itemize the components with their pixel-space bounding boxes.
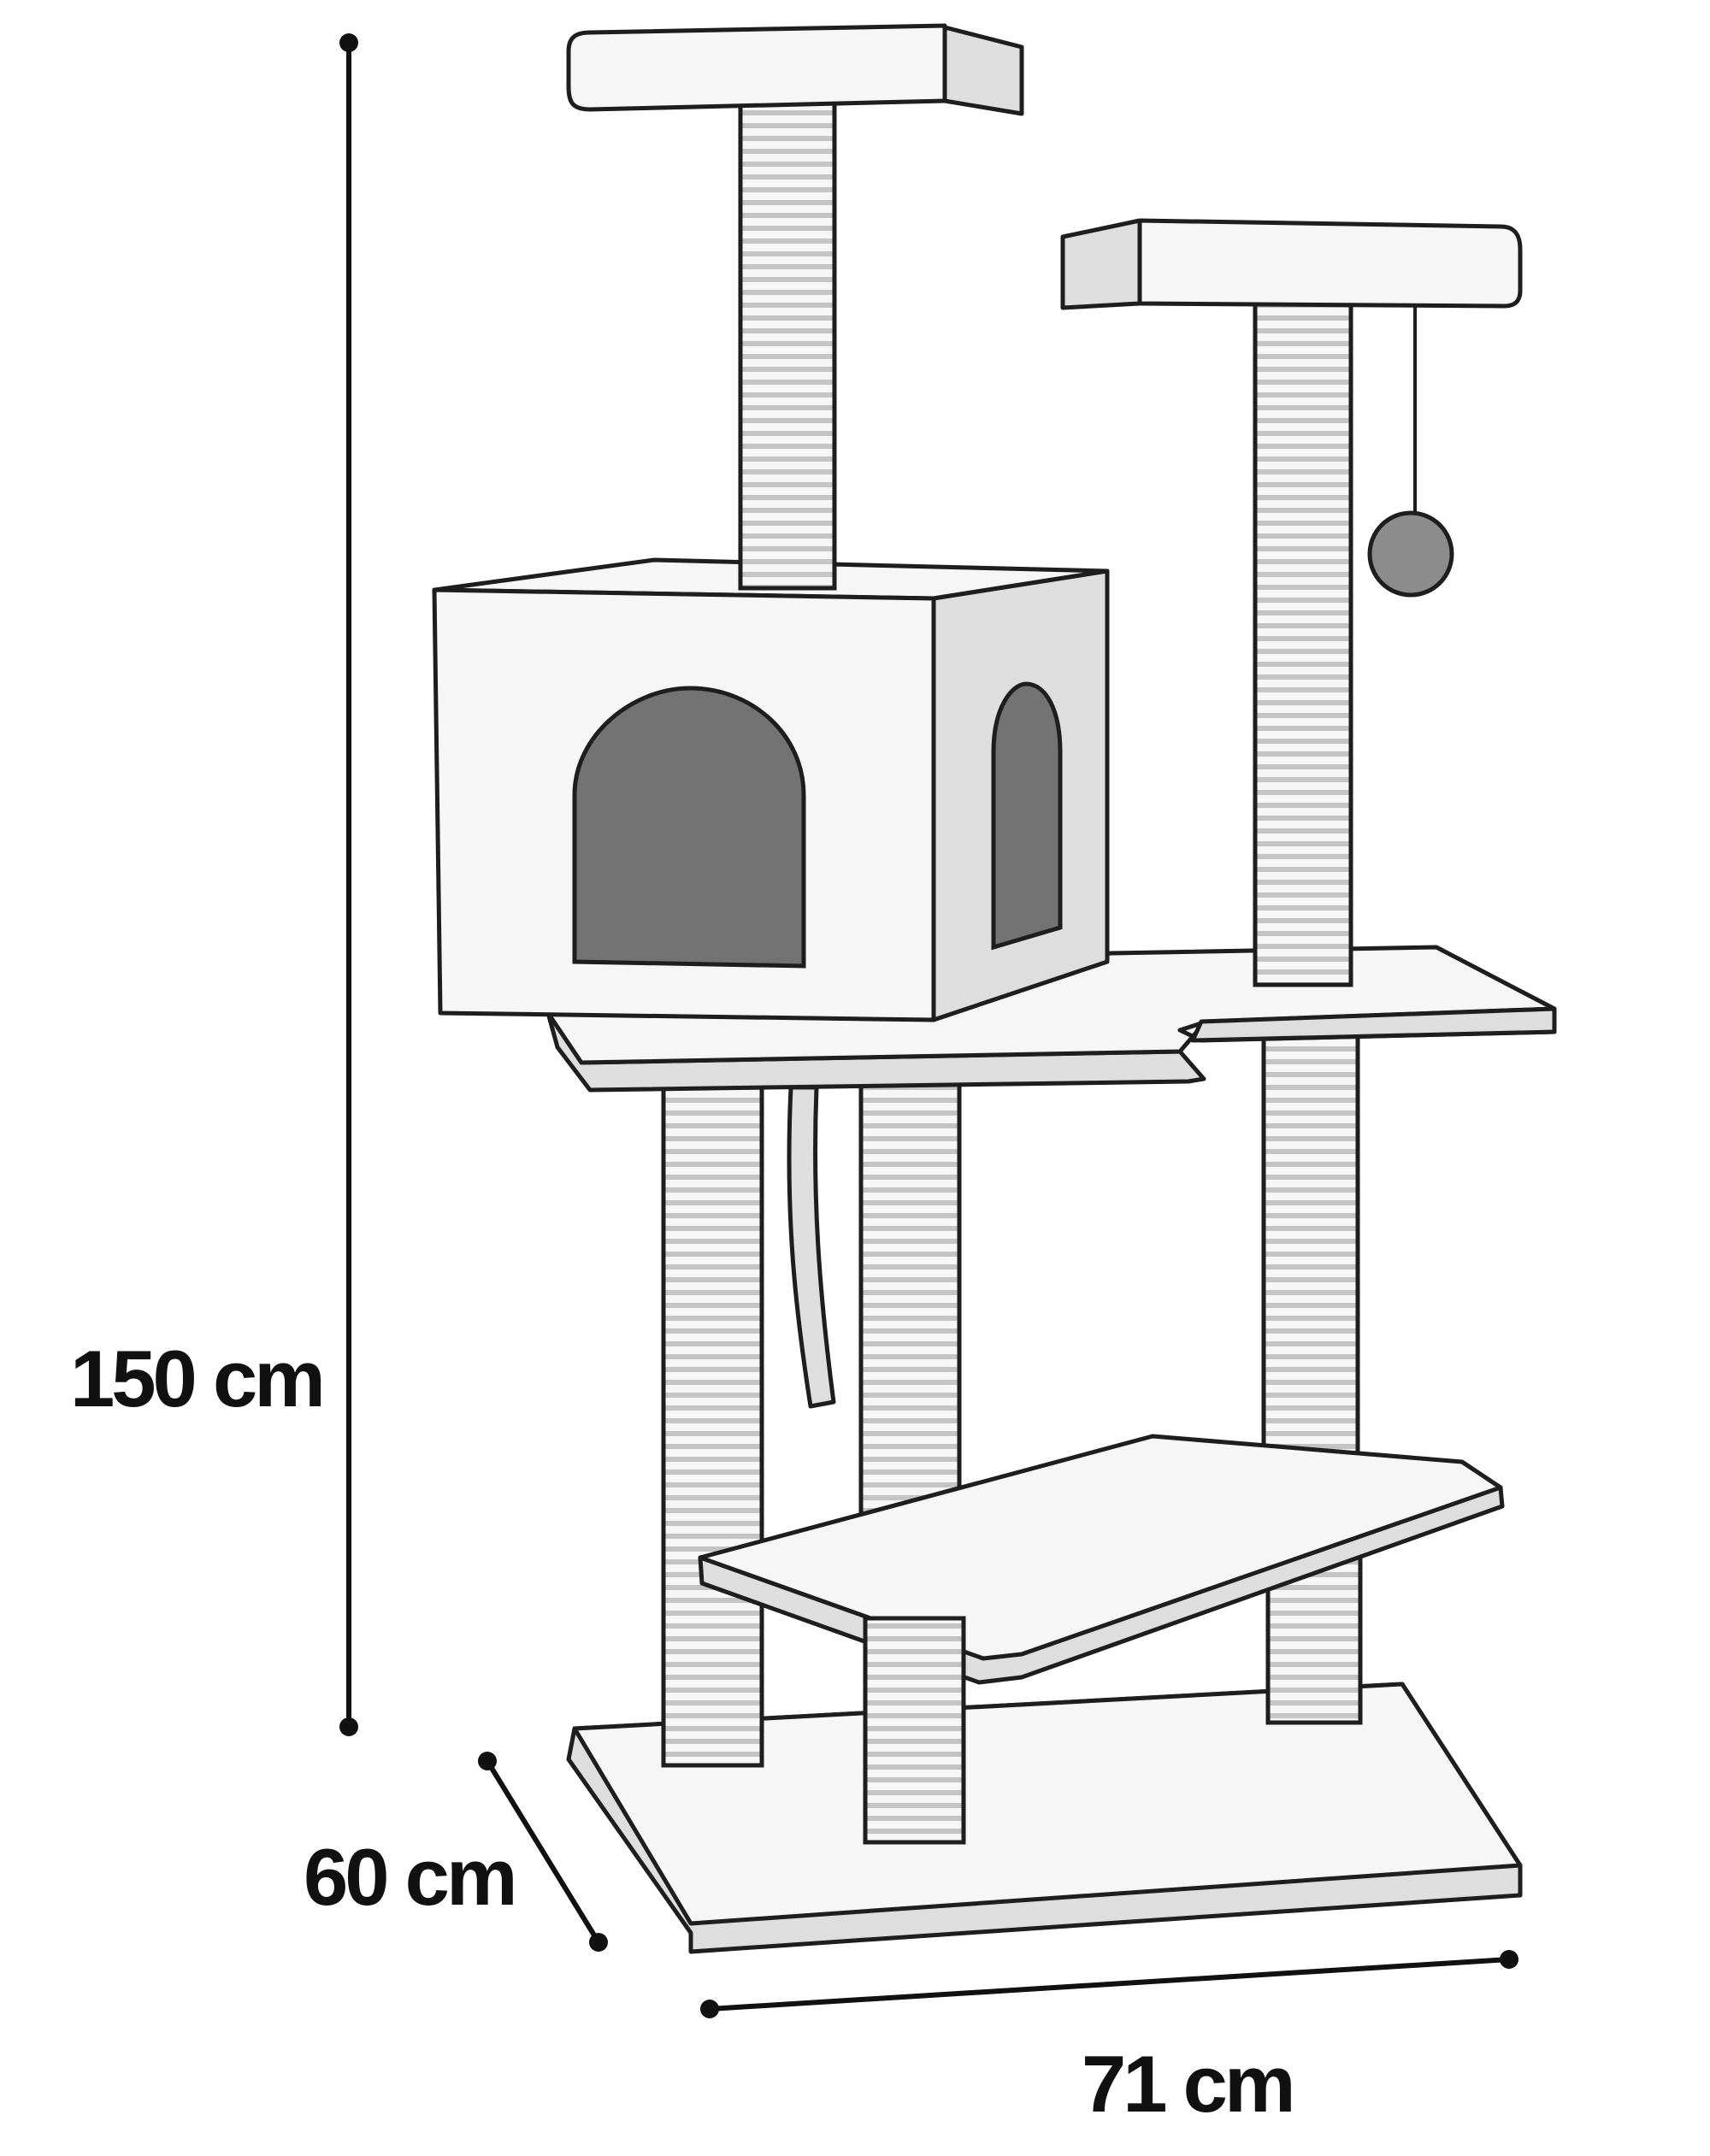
- hanging-strip: [787, 1085, 836, 1409]
- hanging-toy-ball: [1367, 510, 1454, 598]
- right-post-upper-section: [1261, 1028, 1360, 1490]
- front-post-lower-section: [863, 1616, 966, 1845]
- house-box: [432, 557, 1110, 1022]
- house-front-opening: [572, 686, 806, 969]
- width-label: 71 cm: [1082, 2039, 1293, 2129]
- depth-dimension-line: [478, 1752, 608, 1952]
- house-side-opening: [991, 681, 1063, 951]
- right-top-platform: [1060, 218, 1523, 310]
- base-board: [566, 1682, 1523, 1954]
- height-label: 150 cm: [70, 1334, 322, 1423]
- height-dimension-line: [339, 33, 358, 1736]
- depth-label: 60 cm: [304, 1832, 515, 1922]
- lower-platform: [698, 1434, 1505, 1685]
- right-tall-post: [1253, 298, 1353, 987]
- width-dimension-line: [700, 1950, 1518, 2018]
- left-back-post: [661, 1079, 764, 1768]
- top-left-post: [738, 100, 837, 591]
- top-left-platform: [566, 23, 1024, 116]
